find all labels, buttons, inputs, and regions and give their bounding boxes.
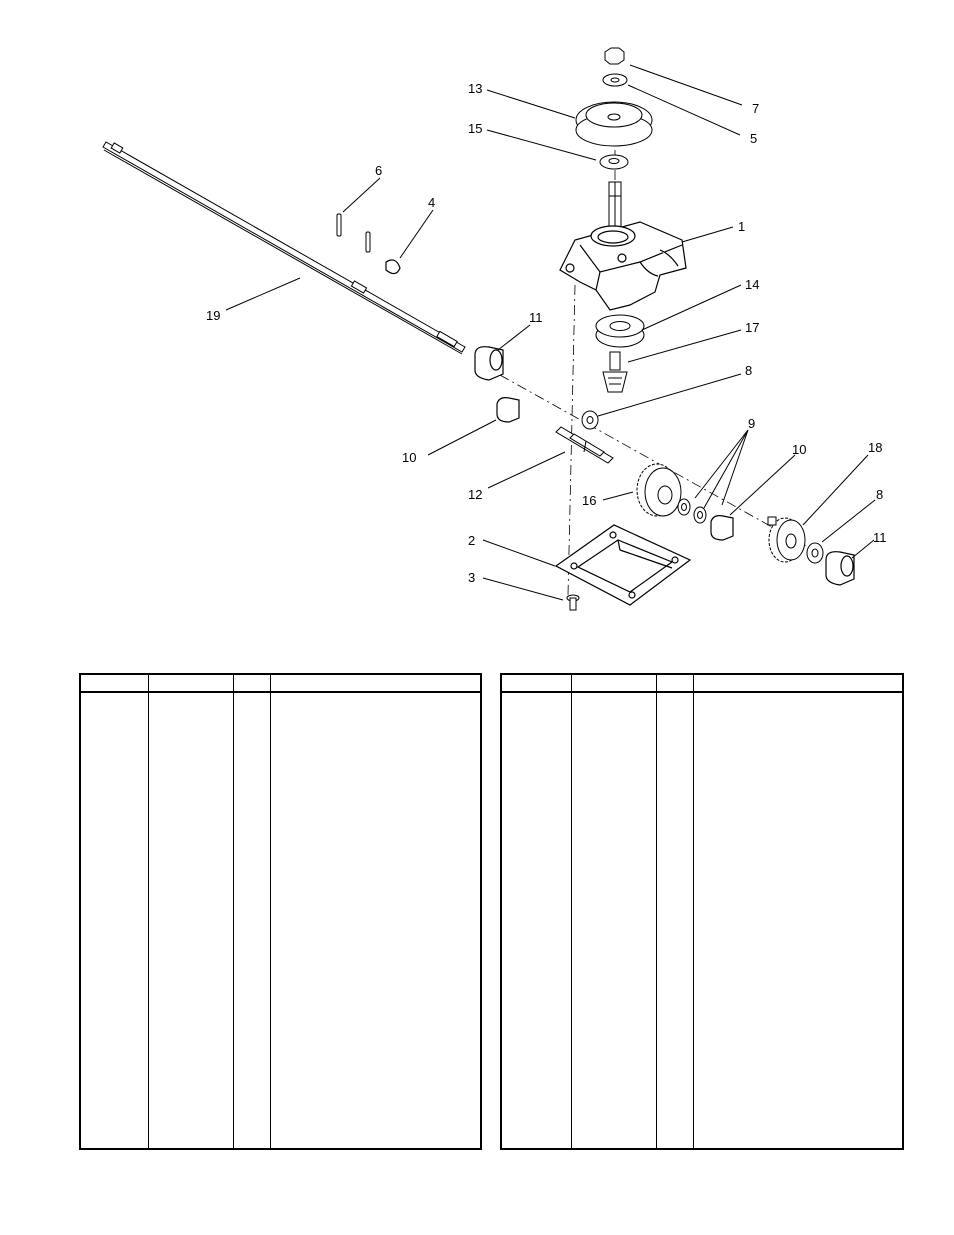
table-cell [233,692,271,1149]
spur-gear-small [767,516,806,563]
table-cell [656,692,694,1149]
callout-5: 5 [750,131,757,146]
column-header [80,674,149,693]
roll-pins [336,213,371,253]
callout-7: 7 [752,101,759,116]
callout-19: 19 [206,308,220,323]
spacer-washers [677,498,707,524]
table-cell [148,692,234,1149]
pulley-stack [575,47,653,170]
callout-labels: 1 2 3 4 5 6 7 8 8 9 10 10 11 11 12 13 14… [206,81,887,585]
table-cell [501,692,572,1149]
table-cell [270,692,481,1149]
callout-2: 2 [468,533,475,548]
parts-table-left [79,673,482,1150]
drive-shaft [102,141,466,355]
spur-gear-large [636,463,682,517]
callout-13: 13 [468,81,482,96]
table-header-row [501,674,903,693]
input-shaft [608,181,622,233]
retaining-clip [385,259,401,275]
column-header [656,674,694,693]
callout-15: 15 [468,121,482,136]
table-body-row [80,692,481,1149]
gasket-cover [554,524,692,606]
table-cell [693,692,903,1149]
callout-3: 3 [468,570,475,585]
table-cell [80,692,149,1149]
column-header [148,674,234,693]
callout-8b: 8 [876,487,883,502]
bearing [595,314,645,348]
column-header [693,674,903,693]
thrust-washers [581,410,824,564]
bevel-pinion [602,351,628,393]
column-header [571,674,657,693]
callout-1: 1 [738,219,745,234]
callout-11a: 11 [529,310,543,325]
callout-4: 4 [428,195,435,210]
cap-screw [566,594,580,611]
callout-8a: 8 [745,363,752,378]
callout-10a: 10 [402,450,416,465]
callout-11b: 11 [873,530,887,545]
callout-10b: 10 [792,442,806,457]
parts-table-right [500,673,904,1150]
callout-18: 18 [868,440,882,455]
callout-16: 16 [582,493,596,508]
table-cell [571,692,657,1149]
column-header [233,674,271,693]
column-header [501,674,572,693]
callout-6: 6 [375,163,382,178]
callout-17: 17 [745,320,759,335]
bushings [474,346,855,586]
column-header [270,674,481,693]
exploded-parts-diagram: 1 2 3 4 5 6 7 8 8 9 10 10 11 11 12 13 14… [102,47,887,611]
callout-9: 9 [748,416,755,431]
leader-lines [225,64,876,601]
callout-14: 14 [745,277,759,292]
table-body-row [501,692,903,1149]
gear-case [559,221,687,311]
callout-12: 12 [468,487,482,502]
countershaft [555,426,614,464]
table-header-row [80,674,481,693]
